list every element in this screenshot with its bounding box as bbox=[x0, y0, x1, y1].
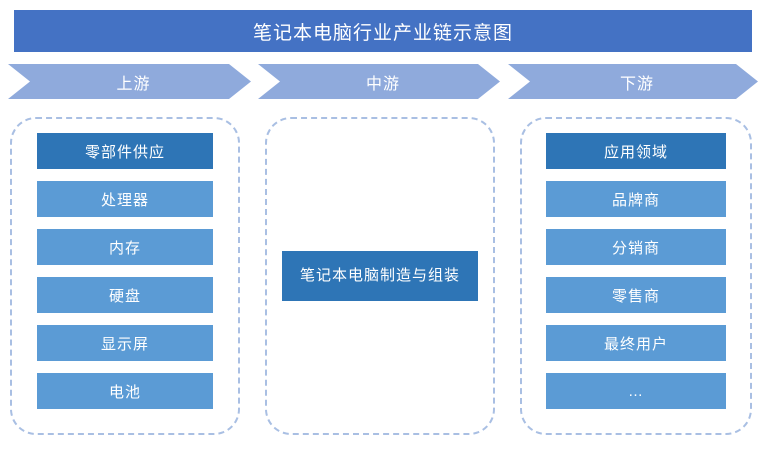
node-upstream-3: 硬盘 bbox=[37, 277, 213, 313]
node-midstream-0: 笔记本电脑制造与组装 bbox=[282, 251, 478, 301]
node-upstream-5: 电池 bbox=[37, 373, 213, 409]
stage-column-upstream: 零部件供应 处理器 内存 硬盘 显示屏 电池 bbox=[10, 117, 240, 435]
node-downstream-2: 分销商 bbox=[546, 229, 726, 265]
stage-arrow-label-midstream: 中游 bbox=[365, 75, 400, 93]
node-downstream-4: 最终用户 bbox=[546, 325, 726, 361]
node-downstream-0: 应用领域 bbox=[546, 133, 726, 169]
node-upstream-1: 处理器 bbox=[37, 181, 213, 217]
page-title: 笔记本电脑行业产业链示意图 bbox=[14, 10, 752, 52]
stage-arrow-midstream: 中游 bbox=[258, 64, 500, 99]
node-downstream-5: … bbox=[546, 373, 726, 409]
node-upstream-0: 零部件供应 bbox=[37, 133, 213, 169]
stage-arrow-label-upstream: 上游 bbox=[116, 75, 151, 93]
stage-arrow-downstream: 下游 bbox=[508, 64, 758, 99]
stage-column-downstream: 应用领域 品牌商 分销商 零售商 最终用户 … bbox=[520, 117, 752, 435]
stage-arrow-upstream: 上游 bbox=[8, 64, 251, 99]
stage-column-midstream: 笔记本电脑制造与组装 bbox=[265, 117, 495, 435]
node-downstream-3: 零售商 bbox=[546, 277, 726, 313]
node-upstream-4: 显示屏 bbox=[37, 325, 213, 361]
node-upstream-2: 内存 bbox=[37, 229, 213, 265]
node-downstream-1: 品牌商 bbox=[546, 181, 726, 217]
stage-arrow-label-downstream: 下游 bbox=[619, 75, 654, 93]
